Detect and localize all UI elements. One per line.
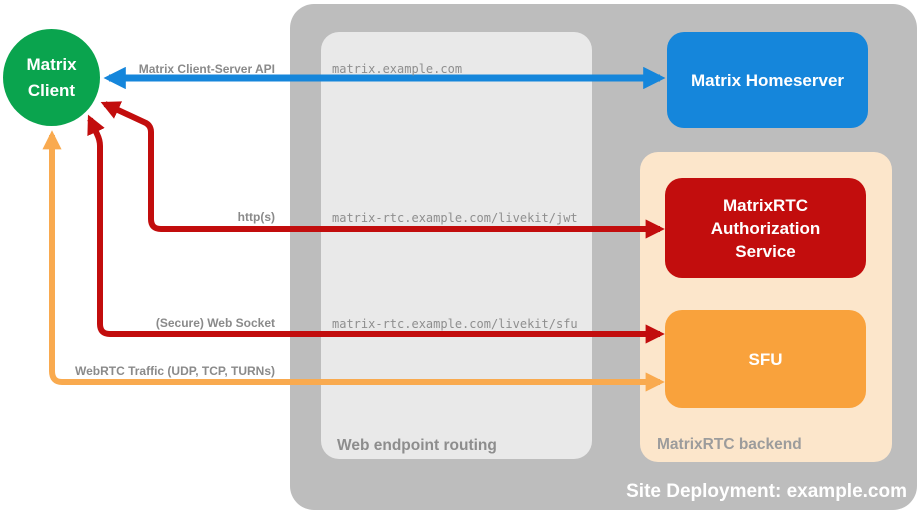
matrix-homeserver-label: Matrix Homeserver (690, 70, 845, 90)
http-arrow-label: http(s) (237, 210, 275, 224)
matrixrtc-auth-service-node: MatrixRTC Authorization Service (665, 178, 866, 278)
site-deployment-caption: Site Deployment: example.com (626, 481, 907, 502)
matrix-client-node: Matrix Client (3, 29, 100, 126)
client-server-api-arrow-label: Matrix Client-Server API (138, 62, 275, 76)
endpoint-livekit-jwt: matrix-rtc.example.com/livekit/jwt (332, 211, 578, 225)
matrixrtc-backend-caption: MatrixRTC backend (657, 436, 802, 453)
matrixrtc-auth-service-label: MatrixRTC Authorization Service (710, 195, 821, 261)
sfu-node: SFU (665, 310, 866, 408)
web-endpoint-routing-caption: Web endpoint routing (337, 437, 497, 454)
web-endpoint-routing-box (321, 32, 592, 459)
matrix-homeserver-node: Matrix Homeserver (667, 32, 868, 128)
matrix-client-label: Matrix Client (26, 54, 77, 100)
endpoint-livekit-sfu: matrix-rtc.example.com/livekit/sfu (332, 317, 578, 331)
webrtc-traffic-arrow-label: WebRTC Traffic (UDP, TCP, TURNs) (74, 364, 275, 378)
endpoint-matrix-domain: matrix.example.com (332, 62, 463, 76)
websocket-arrow-label: (Secure) Web Socket (155, 316, 275, 330)
sfu-label: SFU (748, 349, 783, 369)
